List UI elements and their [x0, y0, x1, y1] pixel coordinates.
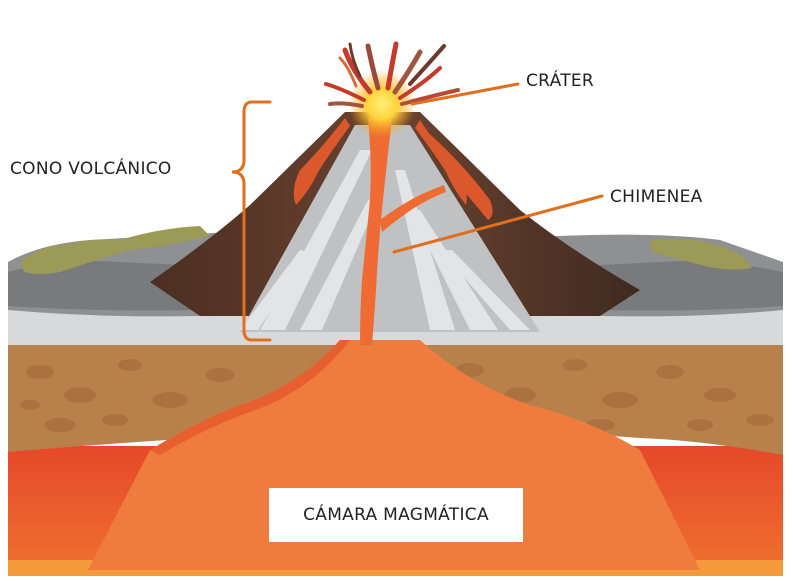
- chimney-branch: [380, 185, 446, 232]
- vegetation-right: [650, 238, 752, 270]
- cone-bracket: [231, 100, 272, 342]
- vegetation-left: [20, 226, 210, 274]
- chimenea-pointer: [392, 194, 604, 254]
- lava-flows: [293, 118, 493, 220]
- chimney-label: CHIMENEA: [610, 187, 703, 207]
- volcanic-cone-label: CONO VOLCÁNICO: [10, 159, 172, 179]
- rock-texture: [20, 359, 774, 432]
- annotations: [231, 82, 604, 342]
- magma-chamber: [88, 340, 700, 570]
- chimney: [360, 118, 392, 345]
- crater-label: CRÁTER: [526, 71, 595, 91]
- crater-pointer: [410, 82, 520, 106]
- magma-chamber-edge: [150, 340, 350, 455]
- magma-chamber-label: CÁMARA MAGMÁTICA: [303, 505, 489, 525]
- ejecta: [324, 41, 460, 108]
- magma-chamber-label-box: CÁMARA MAGMÁTICA: [269, 488, 523, 542]
